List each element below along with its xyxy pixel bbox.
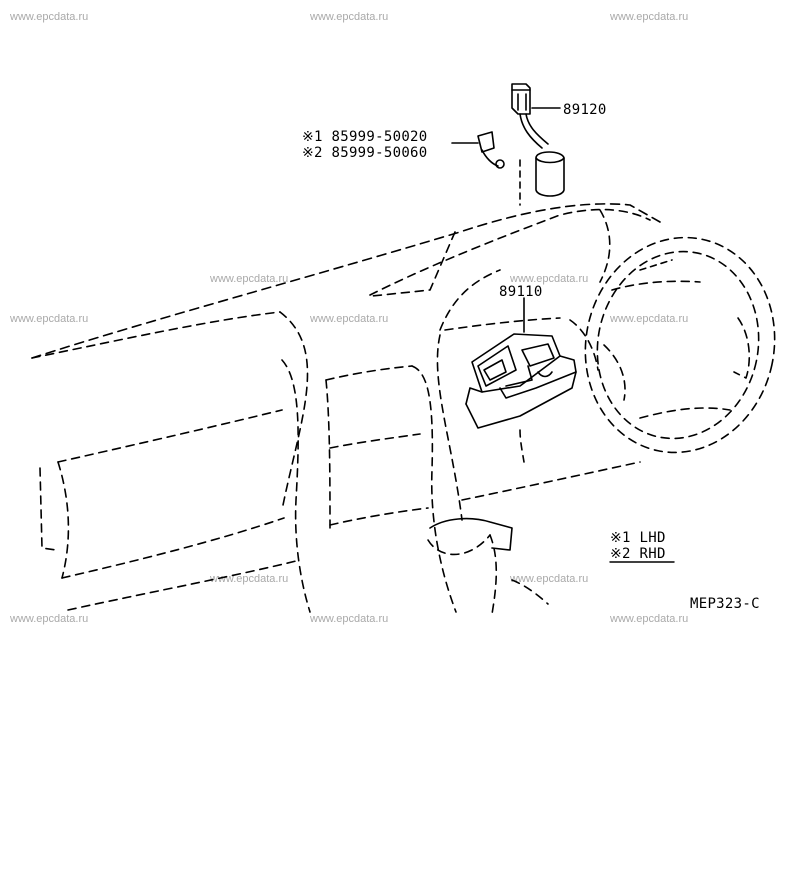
cluster-line-2 [569, 319, 599, 371]
wheel-hub-right [733, 317, 751, 379]
watermark: www.epcdata.ru [10, 11, 89, 23]
pedal-area [511, 579, 549, 605]
console-column [411, 365, 457, 613]
watermark: www.epcdata.ru [310, 313, 389, 325]
watermark: www.epcdata.ru [610, 11, 689, 23]
dash-bottom [67, 559, 301, 611]
steering-wheel-inner [596, 250, 760, 440]
console-face-1 [325, 365, 413, 381]
label-bolt-rhd: ※2 85999-50060 [302, 145, 428, 161]
column-lower [427, 534, 491, 556]
label-89110: 89110 [499, 284, 543, 300]
dash-top-outline [31, 203, 661, 359]
diagram-code: MEP323-C [690, 596, 760, 612]
console-left [281, 359, 311, 613]
watermark: www.epcdata.ru [610, 313, 689, 325]
wheel-hub-bottom [639, 407, 731, 419]
steering-wheel-outer [584, 236, 776, 454]
legend-lhd: ※1 LHD [610, 530, 666, 546]
watermark: www.epcdata.ru [210, 273, 289, 285]
bracket-89110-part [465, 333, 577, 429]
dash-face-top [279, 311, 309, 511]
lower-panel-1 [519, 429, 525, 463]
dash-hood-left [371, 231, 456, 297]
wheel-hub-left [603, 344, 626, 401]
watermark: www.epcdata.ru [10, 613, 89, 625]
cluster-line-1 [444, 317, 561, 331]
console-base [325, 379, 331, 531]
pillar-left [439, 269, 501, 331]
legend-rhd: ※2 RHD [610, 546, 666, 562]
watermark: www.epcdata.ru [510, 573, 589, 585]
label-bolt-lhd: ※1 85999-50020 [302, 129, 428, 145]
label-89120: 89120 [563, 102, 607, 118]
lower-panel-2 [461, 461, 641, 501]
watermark: www.epcdata.ru [10, 313, 89, 325]
console-face-2 [329, 433, 421, 449]
dash-left-edge [39, 467, 57, 551]
glovebox-top [57, 409, 283, 463]
dash-top-inner [369, 208, 651, 296]
watermark: www.epcdata.ru [210, 573, 289, 585]
dash-hood-right [599, 209, 611, 283]
watermark: www.epcdata.ru [510, 273, 589, 285]
pillar-front [436, 334, 463, 521]
console-face-3 [329, 507, 429, 526]
column-cover [429, 517, 513, 551]
wheel-top-accent [639, 259, 673, 271]
wheel-spoke-top [611, 280, 701, 291]
bolt-part [477, 131, 505, 169]
column-right [489, 534, 498, 615]
glovebox-left [57, 461, 70, 579]
dash-lower-line [31, 311, 281, 359]
watermark: www.epcdata.ru [610, 613, 689, 625]
sensor-89120-part [511, 83, 565, 197]
watermark: www.epcdata.ru [310, 613, 389, 625]
watermark: www.epcdata.ru [310, 11, 389, 23]
glovebox-bottom [61, 517, 285, 579]
